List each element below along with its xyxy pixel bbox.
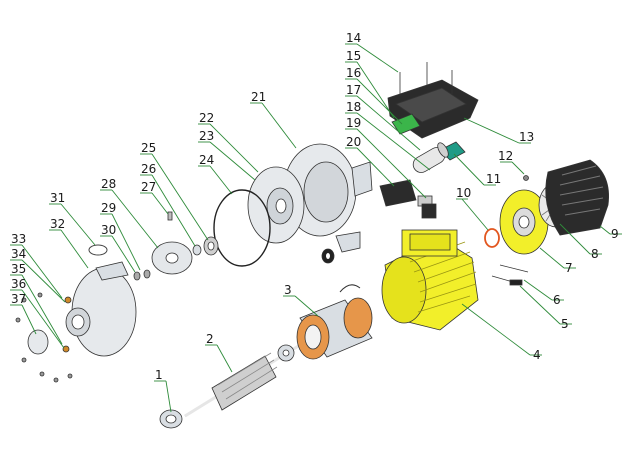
- label-12: 12: [498, 149, 513, 163]
- label-3: 3: [284, 283, 292, 297]
- part-24-large-o-ring: [213, 189, 271, 267]
- part-14-cover-screws: [399, 62, 453, 96]
- label-28: 28: [101, 177, 116, 191]
- label-36: 36: [11, 277, 26, 291]
- part-29-30-nuts: [133, 269, 151, 281]
- label-6: 6: [553, 293, 561, 307]
- label-31: 31: [50, 191, 65, 205]
- label-35: 35: [11, 262, 26, 276]
- label-25: 25: [141, 141, 156, 155]
- label-29: 29: [101, 201, 116, 215]
- part-31-small-o-ring: [88, 244, 108, 256]
- label-20: 20: [346, 135, 361, 149]
- label-18: 18: [346, 100, 361, 114]
- part-27-key: [167, 211, 173, 221]
- label-2: 2: [206, 332, 214, 346]
- label-22: 22: [199, 111, 214, 125]
- leader-lines: [10, 43, 622, 413]
- part-25-mech-seal: [203, 236, 219, 256]
- label-14: 14: [346, 31, 361, 45]
- part-17-capacitor: [412, 142, 449, 173]
- part-1-bearing: [159, 409, 183, 429]
- label-24: 24: [199, 153, 214, 167]
- label-15: 15: [346, 49, 361, 63]
- part-6-pin: [499, 264, 529, 273]
- label-21: 21: [251, 90, 266, 104]
- part-4-motor-housing: [381, 229, 479, 331]
- part-5-terminal: [491, 275, 523, 286]
- label-5: 5: [561, 317, 569, 331]
- part-number-labels: 1 2 3 4 5 6 7 8 9 10 11 12 13 14 15 16 1…: [11, 31, 619, 382]
- label-30: 30: [101, 223, 116, 237]
- label-32: 32: [50, 217, 65, 231]
- label-13: 13: [519, 130, 534, 144]
- label-11: 11: [486, 172, 501, 186]
- label-9: 9: [611, 227, 619, 241]
- label-37: 37: [11, 292, 26, 306]
- part-22-seal-plate: [247, 166, 305, 244]
- part-26-washer: [192, 244, 202, 256]
- label-33: 33: [11, 232, 26, 246]
- label-17: 17: [346, 83, 361, 97]
- part-28-impeller: [151, 241, 193, 275]
- label-19: 19: [346, 116, 361, 130]
- label-8: 8: [591, 247, 599, 261]
- part-7-end-shield: [499, 189, 549, 255]
- label-34: 34: [11, 247, 26, 261]
- label-16: 16: [346, 66, 361, 80]
- part-12-screw: [523, 175, 529, 181]
- label-26: 26: [141, 162, 156, 176]
- part-20-cable-holder: [379, 179, 417, 207]
- label-27: 27: [141, 180, 156, 194]
- part-2-rotor-shaft: [184, 343, 301, 418]
- part-9-fan-cover: [545, 159, 609, 236]
- label-23: 23: [199, 129, 214, 143]
- part-32-front-casing: [65, 261, 137, 357]
- part-3-stator: [296, 284, 373, 360]
- label-4: 4: [533, 348, 541, 362]
- seal-washer: [321, 248, 335, 264]
- label-1: 1: [155, 368, 163, 382]
- label-7: 7: [565, 261, 573, 275]
- part-33-37-plugs-bolts: [15, 292, 73, 383]
- label-10: 10: [456, 186, 471, 200]
- part-10-o-ring: [484, 228, 500, 248]
- part-19-gland: [417, 195, 437, 219]
